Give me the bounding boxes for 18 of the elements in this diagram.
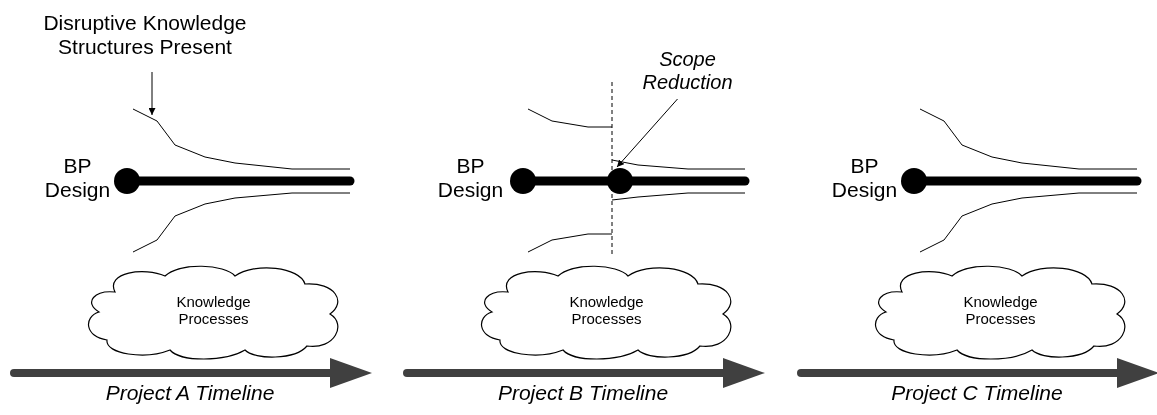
- leader-line: [148, 71, 156, 116]
- node-label: BP Design: [436, 153, 505, 203]
- leader-line: [616, 98, 678, 168]
- timeline-label: Project A Timeline: [104, 381, 276, 405]
- cloud-label: Knowledge Processes: [568, 292, 645, 328]
- callout-text: Scope Reduction: [641, 48, 734, 94]
- cloud-label: Knowledge Processes: [962, 292, 1039, 328]
- funnel-line: [133, 109, 350, 169]
- milestone-dot: [607, 168, 633, 194]
- milestone-dot: [510, 168, 536, 194]
- milestone-dot: [901, 168, 927, 194]
- milestone-dot: [114, 168, 140, 194]
- timeline-label: Project B Timeline: [496, 381, 670, 405]
- cloud-label: Knowledge Processes: [175, 292, 252, 328]
- node-label: BP Design: [43, 153, 112, 203]
- timeline-label: Project C Timeline: [890, 381, 1064, 405]
- node-label: BP Design: [830, 153, 899, 203]
- node-label: Disruptive Knowledge Structures Present: [42, 10, 248, 60]
